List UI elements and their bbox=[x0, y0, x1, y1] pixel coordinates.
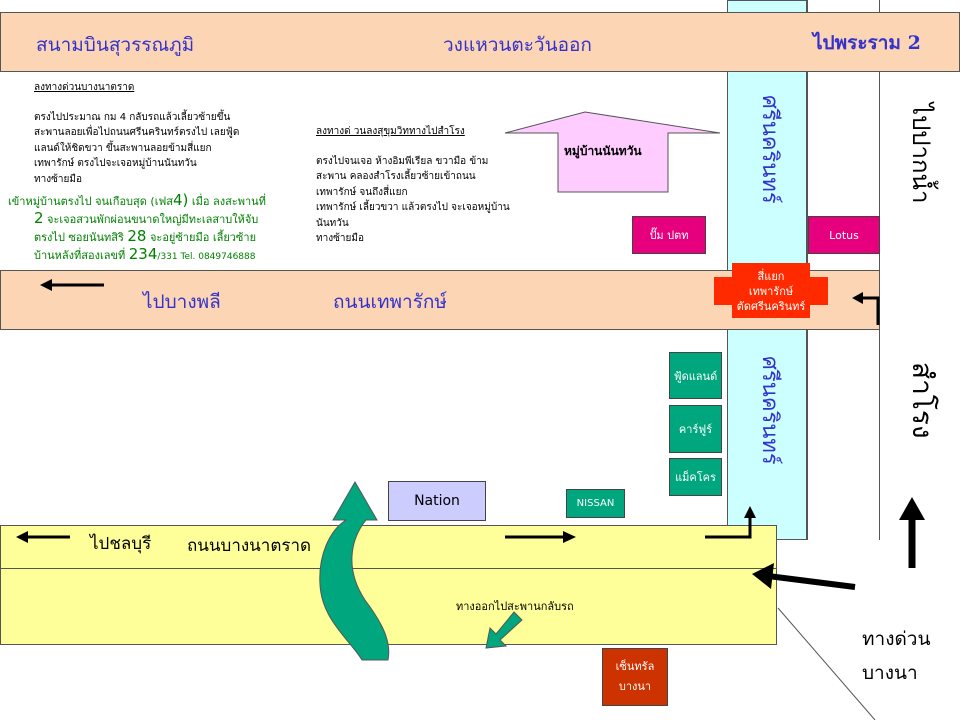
green-note-text: 2 bbox=[34, 209, 44, 227]
thepharak-left-arrow bbox=[40, 279, 104, 291]
green-note-text: /331 bbox=[157, 252, 178, 262]
sukhumvit-note-line: นันทวัน bbox=[316, 217, 349, 229]
green-note-text: 234 bbox=[128, 245, 158, 263]
sukhumvit-note-heading: ลงทางด่ วนลงสุขุมวิททางไปสำโรง bbox=[316, 126, 465, 137]
rama2-label: ไปพระราม 2 bbox=[813, 32, 921, 54]
srinakarin-up-turn-arrow bbox=[705, 506, 756, 539]
expressway-note-line: เทพารักษ์ ตรงไปจะเจอหมู่บ้านนันทวัน bbox=[34, 158, 197, 169]
exit-down-arrow bbox=[485, 611, 523, 649]
srinakarin-upper-label: ศรีนครินทร์ bbox=[757, 95, 782, 204]
bangna-trad-road bbox=[0, 525, 777, 645]
sukhumvit-note-line: เทพารักษ์ จนถึงสี่แยก bbox=[316, 186, 408, 198]
bangna-road-label: ถนนบางนาตราด bbox=[187, 536, 312, 556]
village-up-arrow bbox=[504, 111, 721, 193]
carrefour-box: คาร์ฟูร์ bbox=[669, 405, 722, 453]
expressway-note-line: ตรงไปประมาณ กม 4 กลับรถแล้วเลี้ยวซ้ายขึ้… bbox=[34, 111, 231, 123]
intersection-label: เทพารักษ์ bbox=[748, 285, 794, 298]
expressway-note-line: สะพานลอยเพื่อไปถนนศรีนครินทร์ตรงไป เลยฟู… bbox=[34, 127, 240, 138]
expressway-label-line: ทางด่วน bbox=[862, 628, 931, 650]
green-note-text: 4) bbox=[172, 191, 189, 209]
green-note-text: เมื่อ ลงสะพานที่ bbox=[188, 195, 266, 208]
srinakarin-lower-label: ศรีนครินทร์ bbox=[757, 356, 782, 465]
green-note-text: จะเจอสวนพักผ่อนขนาดใหญ่มีทะเลสาบให้จับ bbox=[43, 213, 259, 226]
central-label: เซ็นทรัล bbox=[615, 660, 655, 673]
expressway-note-line: แลนด์ให้ชิดขวา ขึ้นสะพานลอยข้ามสี่แยก bbox=[34, 142, 212, 154]
samrong-label: สำโรง bbox=[906, 362, 939, 439]
to-paknam-label: ไปปากน้ำ bbox=[907, 103, 935, 204]
central-label: บางนา bbox=[618, 680, 652, 693]
turn-left-arrow bbox=[852, 292, 880, 325]
village-directions-note: เข้าหมู่บ้านตรงไป จนเกือบสุด (เฟส4) เมื่… bbox=[8, 192, 266, 265]
outer-ring-road-overlay bbox=[0, 12, 960, 72]
expressway-note: ลงทางด่วนบางนาตราด ตรงไปประมาณ กม 4 กลับ… bbox=[34, 80, 239, 187]
nissan-box: NISSAN bbox=[566, 489, 625, 518]
bangna-divider bbox=[0, 568, 777, 569]
outer-ring-label: วงแหวนตะวันออก bbox=[443, 34, 592, 56]
green-note-text: 28 bbox=[127, 227, 147, 245]
lotus-box: Lotus bbox=[808, 216, 880, 254]
chonburi-left-arrow bbox=[16, 531, 70, 543]
expressway-label-line: บางนา bbox=[862, 662, 918, 684]
to-chonburi-label: ไปชลบุรี bbox=[90, 534, 152, 554]
green-note-text: บ้านหลังที่สองเลขที่ bbox=[34, 249, 129, 262]
airport-label: สนามบินสุวรรณภูมิ bbox=[36, 34, 195, 56]
expressway-ramp-line bbox=[777, 607, 876, 720]
green-note-text: Tel. 0849746888 bbox=[177, 252, 256, 262]
bangna-right-arrow bbox=[505, 531, 576, 543]
sukhumvit-note-line: เทพารักษ์ เลี้ยวขวา แล้วตรงไป จะเจอหมู่บ… bbox=[316, 202, 510, 213]
sukhumvit-note-line: สะพาน คลองสำโรงเลี้ยวซ้ายเข้าถนน bbox=[316, 171, 476, 182]
thepharak-road-label: ถนนเทพารักษ์ bbox=[333, 291, 447, 313]
samrong-up-arrow bbox=[899, 497, 925, 568]
foodland-box: ฟู้ดแลนด์ bbox=[669, 352, 722, 399]
green-note-text: จะอยู่ซ้ายมือ เลี้ยวซ้าย bbox=[146, 231, 257, 244]
green-note-text: ตรงไป ซอยนันทสิริ bbox=[34, 231, 128, 244]
green-note-text: เข้าหมู่บ้านตรงไป จนเกือบสุด (เฟส bbox=[8, 195, 173, 208]
expressway-note-heading: ลงทางด่วนบางนาตราด bbox=[34, 82, 135, 93]
intersection-cross: สี่แยก เทพารักษ์ ตัดศรีนครินทร์ bbox=[714, 263, 828, 318]
expressway-arrow bbox=[752, 563, 856, 590]
intersection-label: ตัดศรีนครินทร์ bbox=[736, 300, 806, 313]
exit-uturn-label: ทางออกไปสะพานกลับรถ bbox=[456, 600, 574, 613]
uturn-green-arrow bbox=[319, 481, 390, 661]
to-bangphli-label: ไปบางพลี bbox=[143, 291, 221, 313]
bangna-expressway-label: ทางด่วน บางนา bbox=[862, 622, 930, 690]
sukhumvit-note-line: ทางซ้ายมือ bbox=[316, 233, 364, 244]
central-bangna-box: เซ็นทรัล บางนา bbox=[602, 648, 668, 706]
sukhumvit-note: ลงทางด่ วนลงสุขุมวิททางไปสำโรง ตรงไปจนเจ… bbox=[316, 124, 510, 247]
ptt-station-box: ปั๊ม ปตท bbox=[632, 216, 706, 254]
sukhumvit-note-line: ตรงไปจนเจอ ห้างอิมพีเรียล ขวามือ ข้าม bbox=[316, 155, 489, 167]
village-arrow-label: หมู่บ้านนันทวัน bbox=[564, 144, 642, 158]
makro-box: แม็คโคร bbox=[669, 458, 722, 496]
nation-box: Nation bbox=[388, 481, 486, 521]
expressway-note-line: ทางซ้ายมือ bbox=[34, 173, 82, 185]
intersection-label: สี่แยก bbox=[757, 270, 785, 283]
